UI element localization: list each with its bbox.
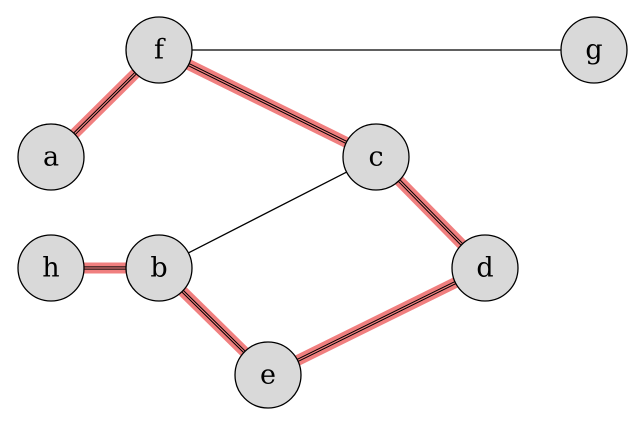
node-circle-e <box>234 341 302 409</box>
edge-e-d <box>295 277 458 366</box>
node-circle-a <box>17 123 85 191</box>
edge-f-c <box>186 59 349 148</box>
edge-c-d <box>395 176 466 249</box>
node-e: e <box>234 341 302 409</box>
node-c: c <box>342 123 410 191</box>
node-circle-d <box>451 234 519 302</box>
node-label-f: f <box>154 35 166 66</box>
node-label-h: h <box>42 253 59 284</box>
node-g: g <box>560 16 628 84</box>
node-circle-g <box>560 16 628 84</box>
edge-line-c-b <box>188 171 347 254</box>
node-a: a <box>17 123 85 191</box>
node-label-a: a <box>43 142 59 173</box>
node-b: b <box>125 234 193 302</box>
node-circle-h <box>17 234 85 302</box>
edge-core-inner-f-c <box>188 64 347 143</box>
edge-core-inner-e-d <box>297 282 456 361</box>
node-circle-c <box>342 123 410 191</box>
node-label-d: d <box>476 253 493 284</box>
edges-layer <box>70 49 561 366</box>
node-label-b: b <box>150 253 167 284</box>
node-circle-b <box>125 234 193 302</box>
edge-b-e <box>178 287 249 356</box>
node-h: h <box>17 234 85 302</box>
edge-core-inner-c-d <box>398 180 463 245</box>
node-label-c: c <box>368 142 383 173</box>
edge-c-b <box>188 171 347 254</box>
node-label-e: e <box>260 360 276 391</box>
edge-a-f <box>70 69 140 138</box>
edge-core-inner-b-e <box>182 290 245 353</box>
node-f: f <box>125 16 193 84</box>
node-label-g: g <box>585 35 602 66</box>
node-circle-f <box>125 16 193 84</box>
edge-core-inner-a-f <box>74 72 136 135</box>
nodes-layer: f g a c h b d e <box>17 16 628 409</box>
node-d: d <box>451 234 519 302</box>
